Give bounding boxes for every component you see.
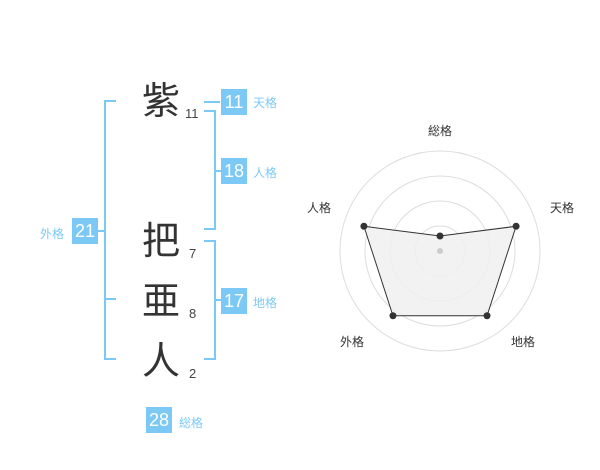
gaikaku-label: 外格 (40, 227, 65, 241)
gaikaku-connector (98, 230, 106, 232)
surname-strokes-1: 11 (185, 106, 199, 121)
radar-point-3 (389, 312, 397, 320)
given-char-2: 亜 (142, 279, 181, 323)
radar-ring (339, 150, 541, 352)
jinkaku-connector (214, 170, 222, 172)
radar-ring (389, 200, 491, 302)
radar-ring (364, 175, 516, 327)
radar-point-2 (483, 312, 491, 320)
chikaku-connector (214, 299, 222, 301)
radar-ring (414, 225, 466, 277)
gaikaku-bracket-tick (104, 298, 116, 300)
radar-label-jinkaku: 人格 (307, 201, 332, 215)
soukaku-value: 28 (146, 407, 172, 433)
gaikaku-value: 21 (72, 218, 98, 244)
jinkaku-label: 人格 (253, 166, 278, 180)
radar-point-4 (360, 222, 368, 230)
tenkaku-connector (204, 101, 220, 103)
radar-label-soukaku: 総格 (428, 124, 453, 138)
surname-char-1: 紫 (142, 79, 181, 123)
tenkaku-value: 11 (221, 89, 247, 115)
tenkaku-label: 天格 (253, 96, 278, 110)
radar-label-gaikaku: 外格 (340, 335, 365, 349)
chikaku-value: 17 (221, 288, 247, 314)
given-strokes-1: 7 (189, 246, 197, 261)
soukaku-label: 総格 (179, 416, 204, 430)
radar-polygon (363, 225, 517, 317)
radar-center (437, 248, 443, 254)
radar-point-0 (436, 232, 444, 240)
given-char-1: 把 (142, 219, 181, 263)
jinkaku-value: 18 (221, 158, 247, 184)
radar-label-tenkaku: 天格 (550, 201, 575, 215)
radar-label-chikaku: 地格 (511, 335, 536, 349)
given-strokes-2: 8 (189, 306, 197, 321)
given-char-3: 人 (142, 339, 181, 383)
given-strokes-3: 2 (189, 366, 197, 381)
radar-point-1 (512, 222, 520, 230)
chikaku-label: 地格 (253, 296, 278, 310)
